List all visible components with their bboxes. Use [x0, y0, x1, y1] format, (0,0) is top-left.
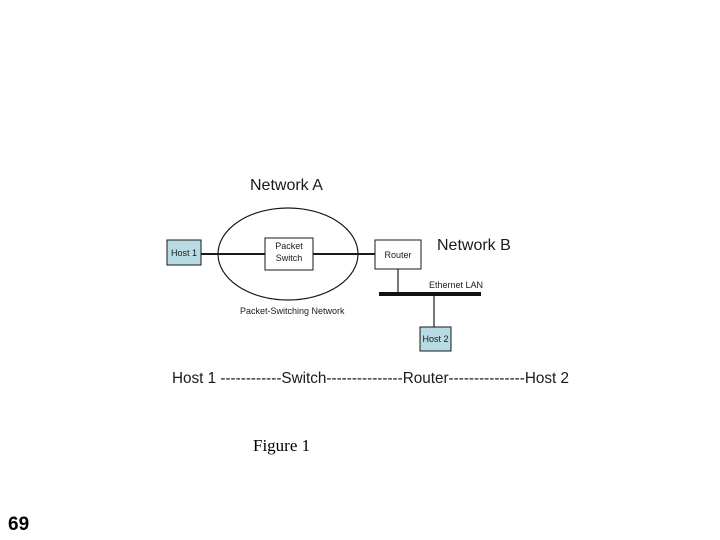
packet-switch-box — [264, 237, 314, 271]
host2-node: Host 2 — [419, 326, 452, 352]
packet-switching-network-label: Packet-Switching Network — [240, 306, 345, 316]
page-number: 69 — [8, 514, 30, 535]
figure-caption: Figure 1 — [253, 436, 311, 455]
network-a-label: Network A — [250, 177, 323, 194]
host1-node: Host 1 — [166, 239, 202, 266]
packet-switch-label-line1: Packet — [275, 241, 303, 251]
network-b-label: Network B — [437, 237, 511, 254]
host2-label: Host 2 — [422, 334, 448, 344]
router-node: Router — [374, 239, 422, 270]
path-text: Host 1 ------------Switch---------------… — [172, 370, 569, 387]
host1-box — [166, 239, 202, 266]
ethernet-lan-label: Ethernet LAN — [429, 280, 483, 290]
packet-switch-label-line2: Switch — [276, 253, 303, 263]
router-label: Router — [384, 250, 411, 260]
host1-label: Host 1 — [171, 248, 197, 258]
router-box — [374, 239, 422, 270]
packet-switch-node: Packet Switch — [264, 237, 314, 271]
host2-box — [419, 326, 452, 352]
